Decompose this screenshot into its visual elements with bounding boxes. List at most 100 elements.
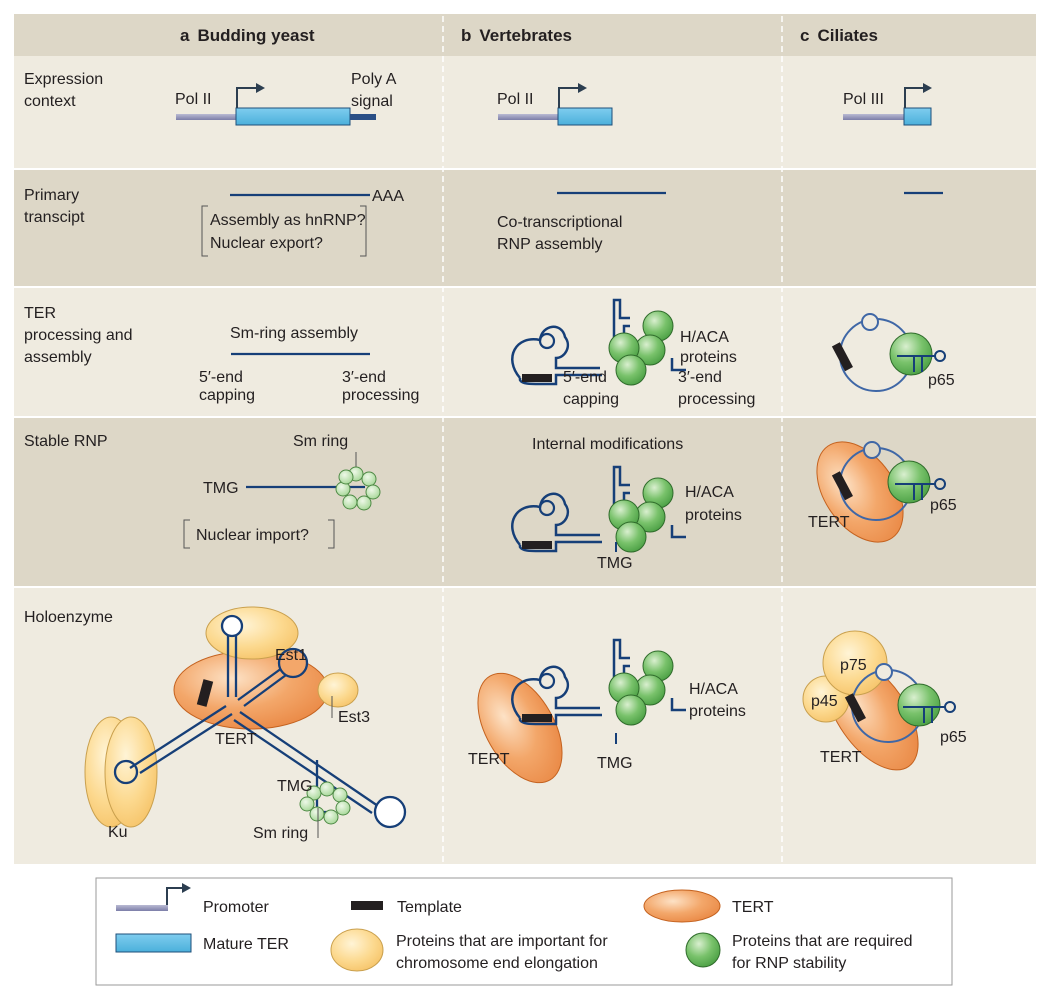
ciliate-holoenzyme: p75 p45 TERT p65: [802, 630, 967, 771]
yeast-processing: Sm-ring assembly 5′-end capping 3′-end p…: [199, 325, 419, 404]
legend-promoter-label: Promoter: [203, 899, 269, 916]
sm-protein: [335, 800, 351, 816]
row-label-primary-1: Primary: [24, 187, 79, 204]
vert-holo-hairpin: [538, 672, 556, 690]
yeast-est1-label: Est1: [275, 647, 307, 664]
legend-mature-ter-label: Mature TER: [203, 936, 289, 953]
band-processing: [14, 288, 1036, 416]
vert-rnp-holo: [511, 638, 686, 726]
row-label-processing-2: processing and: [24, 327, 133, 344]
yeast-polya-label-1: Poly A: [351, 71, 397, 88]
yeast-3end-label-1: 3′-end: [342, 369, 386, 386]
vert-holo-tail: [670, 698, 686, 712]
ciliate-promoter-arrowhead: [923, 83, 932, 93]
yeast-est3: [317, 672, 359, 708]
legend: Promoter Mature TER Template Proteins th…: [95, 877, 953, 986]
vert-stable-haca-protein-4: [615, 521, 647, 553]
ciliate-processing-p65-protein: [889, 332, 933, 376]
yeast-hnrnp-question: Assembly as hnRNP?: [210, 212, 366, 229]
ciliate-holo-p65-label: p65: [940, 729, 967, 746]
yeast-promoter-arrowhead: [256, 83, 265, 93]
vert-primary-transcript: Co-transcriptional RNP assembly: [497, 191, 666, 253]
ciliate-holo-template: [844, 693, 866, 723]
yeast-promoter-bar: [176, 114, 238, 120]
sm-protein: [319, 781, 335, 797]
yeast-ku-label: Ku: [108, 824, 128, 841]
yeast-expression-gene: Pol II Poly A signal: [175, 71, 397, 126]
sm-protein: [356, 495, 372, 511]
ciliate-pol3-label: Pol III: [843, 91, 884, 108]
legend-elongation-label-2: chromosome end elongation: [396, 955, 598, 972]
yeast-holoenzyme: Est1 Est3 TERT TMG Sm ring Ku: [84, 606, 407, 842]
yeast-5end-label-2: capping: [199, 387, 255, 404]
yeast-sm-ring-assembly-label: Sm-ring assembly: [230, 325, 358, 342]
vert-stable-tail: [670, 525, 686, 539]
yeast-holo-tert-label: TERT: [215, 731, 257, 748]
legend-elongation-swatch: [330, 928, 384, 972]
yeast-import-question: Nuclear import?: [196, 527, 309, 544]
ciliate-stable-p65-protein: [887, 460, 931, 504]
sm-protein: [332, 787, 348, 803]
vert-holo-haca-protein-4: [615, 694, 647, 726]
vert-5end-label-2: capping: [563, 391, 619, 408]
vert-stable-template: [522, 541, 552, 549]
yeast-import-bracket-left: [183, 519, 190, 549]
vert-mature-ter-box: [557, 107, 613, 126]
yeast-holo-sm-ring: [299, 781, 351, 825]
vert-processing-rna-loop: [511, 325, 600, 379]
ciliate-expression-gene: Pol III: [843, 83, 932, 126]
row-label-processing-3: assembly: [24, 349, 92, 366]
yeast-rna-long-loop: [373, 795, 407, 829]
vert-3end-label-1: 3′-end: [678, 369, 722, 386]
vert-holo-rna-loop: [511, 665, 600, 719]
vert-processing-tail: [670, 358, 686, 372]
yeast-stable: Sm ring TMG Nuclear import?: [183, 433, 381, 549]
vert-promoter-arrowhead: [578, 83, 587, 93]
ciliate-processing-stem: [897, 355, 935, 372]
sm-protein: [338, 469, 354, 485]
ciliate-processing-template: [831, 342, 853, 372]
vert-holo-tert: [477, 672, 563, 784]
vert-processing-template: [522, 374, 552, 382]
yeast-ku-right: [104, 716, 158, 828]
yeast-stable-sm-ring: [335, 466, 381, 511]
vert-processing: H/ACA proteins 5′-end capping 3′-end pro…: [511, 298, 755, 408]
ciliate-promoter-bar: [843, 114, 906, 120]
vert-3end-label-2: processing: [678, 391, 755, 408]
ciliate-p75-label: p75: [840, 657, 867, 674]
vert-promoter-bar: [498, 114, 560, 120]
yeast-5end-label-1: 5′-end: [199, 369, 243, 386]
ciliate-holo-p65-protein: [897, 683, 941, 727]
yeast-est3-label: Est3: [338, 709, 370, 726]
ciliate-holo-hairpin: [875, 663, 893, 681]
yeast-rna-long-arm: [233, 711, 379, 814]
vert-holo-template: [522, 714, 552, 722]
ciliate-stable-hairpin: [863, 441, 881, 459]
yeast-import-bracket-right: [328, 519, 335, 549]
vert-holo-haca-label-2: proteins: [689, 703, 746, 720]
yeast-holo-template: [196, 679, 214, 707]
legend-mature-ter-box: [115, 933, 192, 953]
yeast-pol2-label: Pol II: [175, 91, 211, 108]
row-label-expression-1: Expression: [24, 71, 103, 88]
vert-holo-tert-label: TERT: [468, 751, 510, 768]
yeast-primary-transcript: AAA Assembly as hnRNP? Nuclear export?: [201, 188, 404, 257]
vert-cotrans-label-1: Co-transcriptional: [497, 214, 622, 231]
sm-protein: [309, 806, 325, 822]
ciliate-processing: p65: [831, 313, 955, 392]
legend-template-swatch: [351, 901, 383, 910]
legend-stability-swatch: [685, 932, 721, 968]
yeast-rna-ku-arm: [129, 705, 233, 774]
vert-stable-rna-loop: [511, 492, 600, 546]
ciliate-p75: [822, 630, 888, 696]
yeast-promoter-arrow: [236, 87, 258, 108]
yeast-polya-label-2: signal: [351, 93, 393, 110]
band-expression: [14, 56, 1036, 168]
yeast-rna-ku-loop: [113, 759, 139, 785]
yeast-rna-right-arm: [237, 667, 287, 707]
legend-promoter-arrow: [166, 887, 184, 905]
legend-elongation-label-1: Proteins that are important for: [396, 933, 608, 950]
ciliate-promoter-arrow: [904, 87, 925, 108]
sm-protein: [299, 796, 315, 812]
